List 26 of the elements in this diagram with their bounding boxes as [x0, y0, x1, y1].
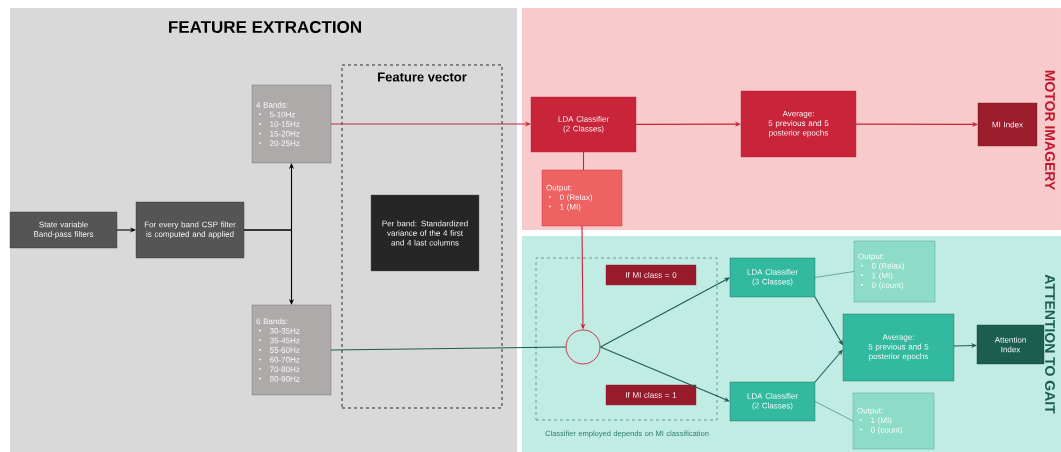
process-box: State variable Band-pass filters	[9, 211, 118, 249]
arrow	[599, 277, 730, 348]
average-box: Average: 5 previous and 5 posterior epochs	[740, 90, 857, 158]
group-heading: Feature vector	[378, 72, 467, 82]
band-list-box: 6 Bands: 30-35Hz 35-45Hz 55-60Hz 60-70Hz 70-80Hz 80-90Hz	[251, 304, 332, 396]
arrow	[243, 229, 295, 305]
classifier-box: LDA Classifier (3 Classes)	[729, 257, 816, 298]
output-box: Output: 1 (MI) 0 (count)	[852, 392, 935, 450]
panel-heading: ATTENTION TO GAIT	[1045, 274, 1055, 414]
classifier-box: LDA Classifier (2 Classes)	[530, 96, 637, 153]
band-list-box: 4 Bands: 5-10Hz 10-15Hz 15-20Hz 20-25Hz	[251, 84, 332, 164]
condition-box: If MI class = 0	[605, 264, 697, 286]
condition-box: If MI class = 1	[605, 384, 697, 406]
index-box: Attention Index	[976, 324, 1045, 365]
average-box: Average: 5 previous and 5 posterior epochs	[842, 313, 955, 382]
arrow	[599, 346, 730, 402]
panel-heading: FEATURE EXTRACTION	[169, 21, 361, 33]
process-box: Per band: Standardized variance of the 4 first and 4 last columns	[370, 194, 480, 272]
classifier-box: LDA Classifier (2 Classes)	[729, 381, 816, 422]
index-box: MI Index	[977, 102, 1038, 147]
output-box: Output: 0 (Relax) 1 (MI) 0 (count)	[853, 240, 936, 303]
output-box: Output: 0 (Relax) 1 (MI)	[541, 169, 623, 227]
process-box: For every band CSP filter is computed and applied	[135, 201, 245, 259]
arrow	[855, 121, 978, 127]
panel-heading: MOTOR IMAGERY	[1045, 70, 1055, 191]
switch-circle	[565, 329, 601, 365]
